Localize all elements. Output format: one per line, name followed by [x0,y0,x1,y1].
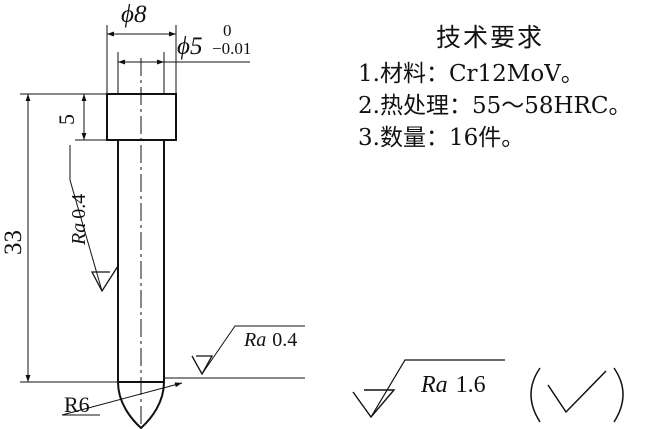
pin-tip [117,381,165,429]
svg-text:Ra0.4: Ra0.4 [68,194,90,246]
dim-tip-dia-text: ϕ5 [177,33,202,60]
left-parenthesis [530,367,541,423]
roughness-symbol-shank: Ra0.4 [68,145,119,293]
dim-outer-dia-text: ϕ8 [121,1,147,28]
svg-text:Ra0.4: Ra0.4 [243,329,297,351]
tolerance-lower-text: −0.01 [212,39,251,58]
radius-leader [61,382,183,416]
tolerance-upper-text: 0 [223,21,232,40]
check-in-parentheses [530,367,624,423]
svg-text:Ra1.6: Ra1.6 [420,372,486,398]
requirement-quantity: 3.数量：16件。 [358,125,525,151]
requirement-material: 1.材料：Cr12MoV。 [358,61,584,87]
dim-total-length-text: 33 [0,230,27,255]
right-parenthesis [613,367,624,423]
check-icon [547,370,607,414]
requirement-heat-treatment: 2.热处理：55～58HRC。 [358,93,632,119]
dim-head-height-text: 5 [54,114,79,125]
radius-text: R6 [64,392,90,417]
technical-requirements: 技术要求 1.材料：Cr12MoV。 2.热处理：55～58HRC。 3.数量：… [358,18,658,154]
technical-requirements-title: 技术要求 [436,23,545,52]
